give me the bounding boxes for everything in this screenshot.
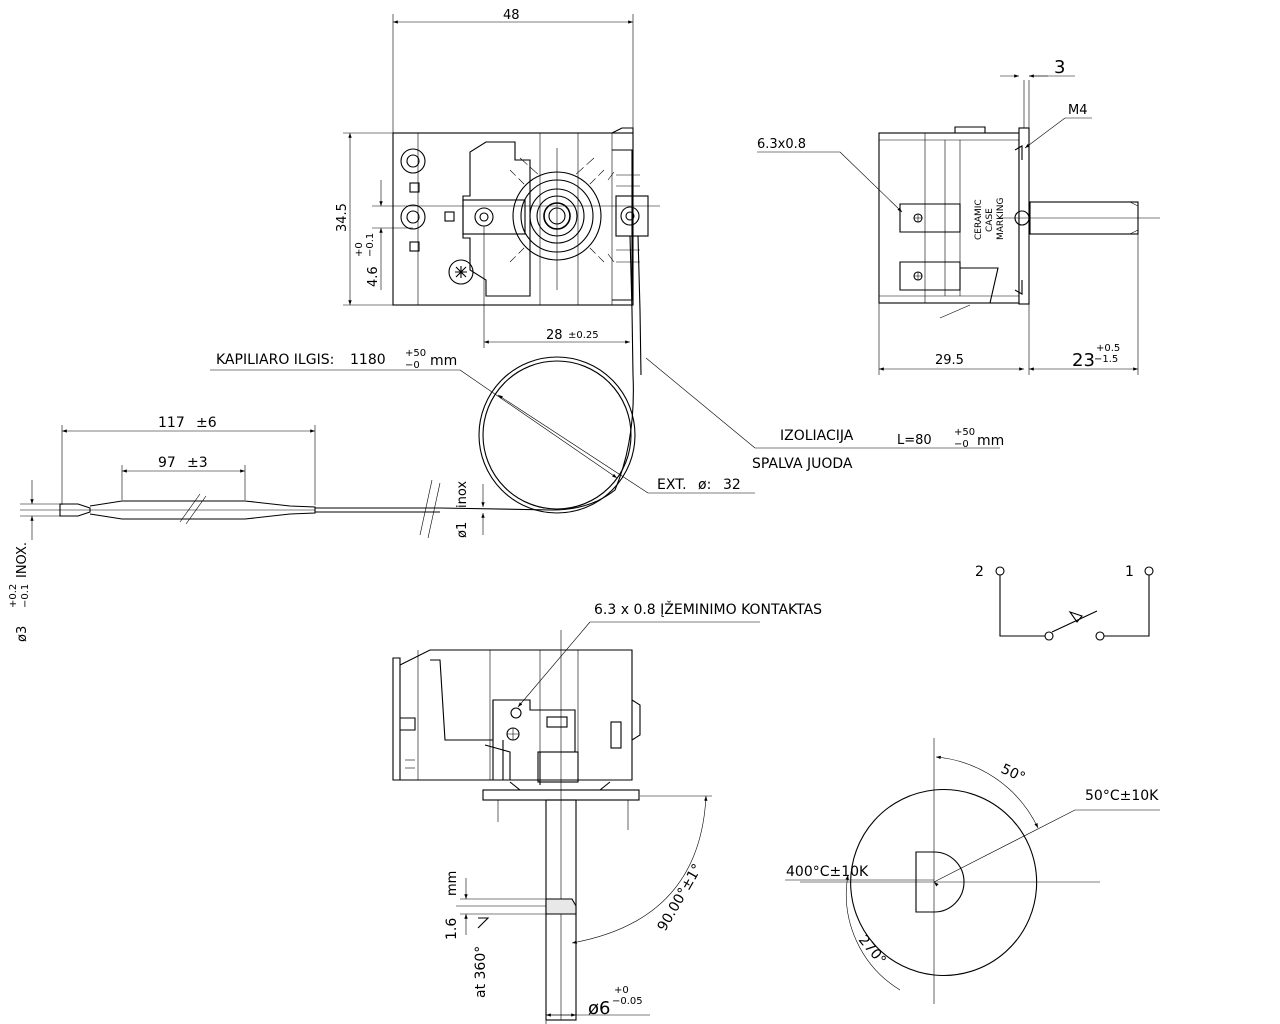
dim-shaft-tol-upper: +0.5 bbox=[1096, 343, 1120, 354]
marking-line2: CASE bbox=[985, 208, 995, 232]
capillary-label: KAPILIARO ILGIS: bbox=[216, 352, 334, 368]
insulation-length: L=80 bbox=[897, 433, 932, 448]
bulb-dimensions: 117 ±6 97 ±3 inox ø1 ø3 +0.2 −0.1 INOX. bbox=[8, 415, 485, 642]
dial-sweep-angle: 270° bbox=[855, 932, 889, 968]
wire-material: inox bbox=[455, 481, 470, 508]
bulb-tol-lower: −0.1 bbox=[20, 584, 31, 608]
sensor-bulb bbox=[20, 479, 553, 539]
dim-plate-3: 3 bbox=[1054, 57, 1065, 78]
rotation-angle: 90.00°±1° bbox=[655, 861, 706, 934]
shaft-tol-upper: +0 bbox=[614, 985, 629, 996]
terminal-2: 2 bbox=[975, 564, 984, 580]
bulb-body-length: 97 bbox=[158, 455, 176, 471]
marking-line3: MARKING bbox=[996, 198, 1006, 240]
insulation-label: IZOLIACIJA bbox=[780, 428, 854, 444]
bulb-diameter: ø3 bbox=[15, 626, 30, 642]
capillary-length-callout: KAPILIARO ILGIS: 1180 +50 −0 mm bbox=[210, 348, 618, 479]
terminal-size: 6.3x0.8 bbox=[757, 137, 806, 152]
bottom-view bbox=[392, 630, 641, 1021]
dim-shaft-23: 23 bbox=[1072, 350, 1095, 371]
dim-body-29-5: 29.5 bbox=[935, 353, 964, 368]
bulb-tol-upper: +0.2 bbox=[8, 584, 19, 608]
bulb-body-tol: ±3 bbox=[187, 455, 208, 471]
switch-schematic: 2 1 bbox=[975, 564, 1154, 641]
dial-diagram: 50° 50°C±10K 400°C±10K 270° bbox=[785, 738, 1160, 1004]
side-view-dimensions: 3 M4 6.3x0.8 29.5 23 +0.5 −1.5 bbox=[757, 57, 1139, 375]
terminal-1: 1 bbox=[1125, 564, 1134, 580]
dim-width-48: 48 bbox=[503, 8, 520, 23]
coil-diameter-callout: EXT. ø: 32 bbox=[497, 394, 755, 494]
capillary-tol-upper: +50 bbox=[405, 348, 426, 359]
insulation-callout: IZOLIACIJA L=80 +50 −0 mm SPALVA JUODA bbox=[752, 427, 1004, 472]
dim-shaft-tol-lower: −1.5 bbox=[1094, 354, 1118, 365]
bulb-total-tol: ±6 bbox=[196, 415, 217, 431]
ground-contact-label: 6.3 x 0.8 ĮŽEMINIMO KONTAKTAS bbox=[594, 600, 822, 618]
insulation-unit: mm bbox=[977, 433, 1004, 449]
marking-line1: CERAMIC bbox=[974, 199, 984, 240]
flat-unit: mm bbox=[445, 871, 460, 896]
dim-hole-spacing-28: 28 bbox=[546, 328, 563, 343]
front-view bbox=[372, 127, 660, 376]
capillary-tol-lower: −0 bbox=[405, 360, 420, 371]
capillary-coil bbox=[478, 356, 1000, 514]
coil-ext-label: EXT. bbox=[657, 477, 687, 493]
dim-offset-4-6: 4.6 bbox=[366, 266, 381, 287]
insulation-color-note: SPALVA JUODA bbox=[752, 456, 853, 472]
dial-start-angle: 50° bbox=[998, 761, 1027, 786]
capillary-unit: mm bbox=[430, 353, 457, 369]
insulation-tol-upper: +50 bbox=[954, 427, 975, 438]
front-view-dimensions: 48 34.5 4.6 +0 −0.1 28 ±0.25 bbox=[335, 8, 634, 348]
dial-start-temp: 50°C±10K bbox=[1085, 788, 1159, 804]
bulb-material: INOX. bbox=[15, 542, 30, 578]
coil-diameter-symbol: ø: bbox=[698, 477, 711, 493]
shaft-diameter: ø6 bbox=[588, 998, 610, 1019]
bulb-total-length: 117 bbox=[158, 415, 185, 431]
dim-hole-spacing-tol: ±0.25 bbox=[568, 330, 599, 341]
side-view: CERAMIC CASE MARKING bbox=[878, 80, 1160, 375]
coil-diameter: 32 bbox=[723, 477, 741, 493]
dim-height-34-5: 34.5 bbox=[335, 203, 350, 232]
wire-diameter: ø1 bbox=[455, 522, 470, 538]
thread-m4: M4 bbox=[1068, 103, 1088, 118]
dim-offset-tol-upper: +0 bbox=[354, 242, 365, 257]
flat-depth: 1.6 bbox=[444, 918, 460, 940]
dim-offset-tol-lower: −0.1 bbox=[365, 233, 376, 257]
shaft-tol-lower: −0.05 bbox=[612, 996, 643, 1007]
capillary-value: 1180 bbox=[350, 352, 386, 368]
bottom-view-annotations: 6.3 x 0.8 ĮŽEMINIMO KONTAKTAS 1.6 mm at … bbox=[444, 600, 822, 1024]
insulation-tol-lower: −0 bbox=[954, 439, 969, 450]
dial-end-temp: 400°C±10K bbox=[786, 864, 869, 880]
flat-note: at 360° bbox=[473, 946, 489, 998]
